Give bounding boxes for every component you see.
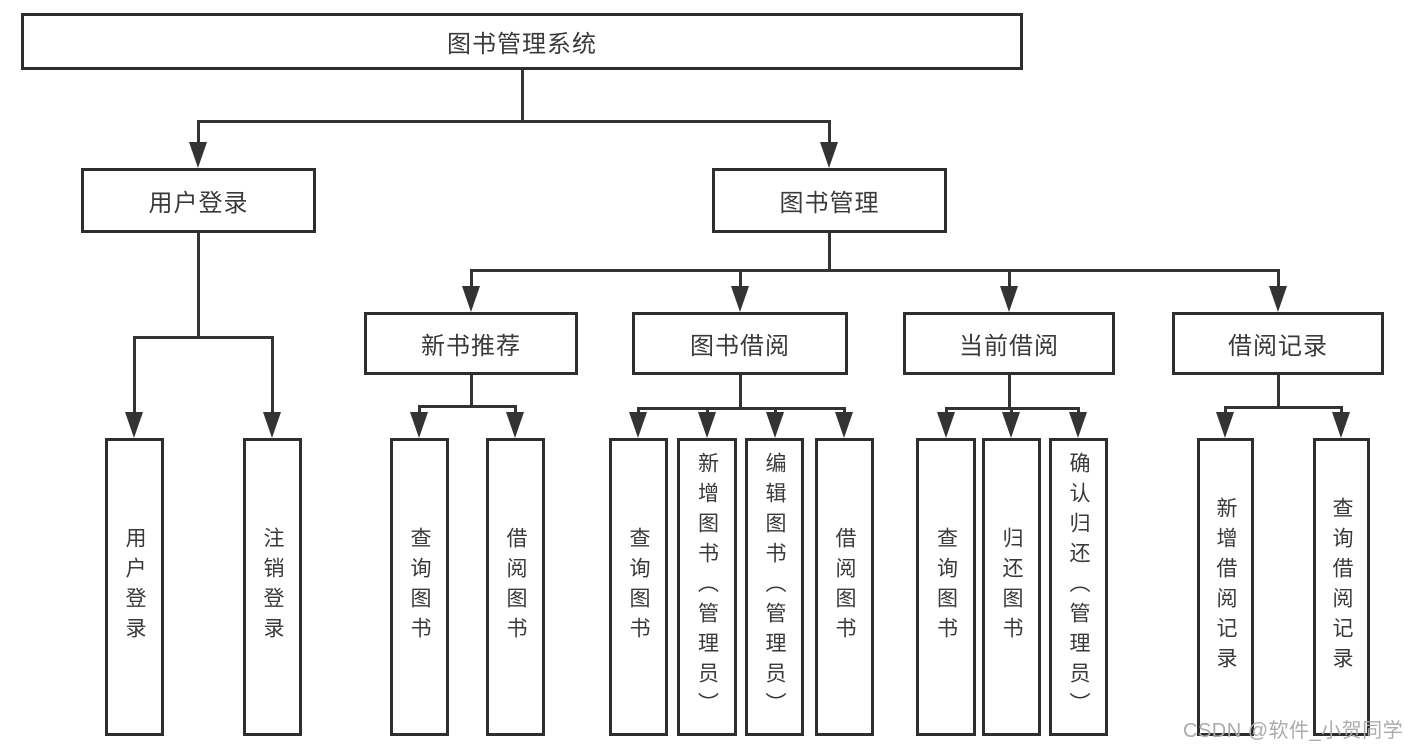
connector-rail-book-borrow	[637, 407, 846, 410]
connector-rail-user-login	[133, 336, 274, 339]
arrowhead-down-icon	[189, 142, 207, 168]
node-label-leaf-query-book-2: 查询图书	[627, 527, 650, 647]
arrowhead-down-icon	[1216, 412, 1234, 438]
node-label-leaf-query-record: 查询借阅记录	[1330, 497, 1353, 677]
arrowhead-down-icon	[462, 286, 480, 312]
node-new-book-rec: 新书推荐	[364, 312, 578, 375]
node-label-leaf-query-book-3: 查询图书	[934, 527, 958, 647]
arrowhead-down-icon	[766, 412, 784, 438]
node-leaf-borrow-book-1: 借阅图书	[486, 438, 545, 736]
connector-stem-current-borrow	[1008, 375, 1011, 409]
node-current-borrow: 当前借阅	[903, 312, 1115, 375]
node-user-login: 用户登录	[81, 168, 316, 233]
node-label-book-borrow: 图书借阅	[690, 333, 790, 360]
arrowhead-down-icon	[263, 412, 281, 438]
arrowhead-down-icon	[1069, 412, 1087, 438]
connector-rail-borrow-records	[1224, 406, 1343, 409]
arrowhead-down-icon	[835, 412, 853, 438]
node-borrow-records: 借阅记录	[1172, 312, 1384, 375]
node-label-leaf-query-book-1: 查询图书	[408, 527, 431, 647]
node-root: 图书管理系统	[21, 13, 1023, 70]
node-leaf-user-login: 用户登录	[105, 438, 164, 736]
connector-stem-root	[521, 70, 524, 122]
node-leaf-logout: 注销登录	[243, 438, 302, 736]
node-leaf-query-book-1: 查询图书	[390, 438, 449, 736]
connector-drop-user-login-0	[133, 337, 136, 430]
connector-drop-user-login-1	[271, 337, 274, 430]
node-leaf-confirm-return: 确认归还（管理员）	[1049, 438, 1108, 736]
node-label-leaf-confirm-return: 确认归还（管理员）	[1067, 452, 1090, 722]
node-book-borrow: 图书借阅	[632, 312, 848, 375]
arrowhead-down-icon	[731, 286, 749, 312]
node-leaf-query-book-3: 查询图书	[916, 438, 976, 736]
node-leaf-add-record: 新增借阅记录	[1197, 438, 1254, 736]
node-label-root: 图书管理系统	[447, 31, 597, 58]
node-label-leaf-logout: 注销登录	[261, 527, 284, 647]
arrowhead-down-icon	[1002, 412, 1020, 438]
node-label-new-book-rec: 新书推荐	[421, 333, 521, 360]
node-leaf-query-record: 查询借阅记录	[1313, 438, 1370, 736]
node-label-borrow-records: 借阅记录	[1228, 333, 1328, 360]
connector-rail-book-mgmt	[470, 269, 1280, 272]
connector-stem-new-book-rec	[470, 375, 473, 407]
connector-stem-user-login	[197, 233, 200, 338]
node-label-current-borrow: 当前借阅	[959, 333, 1059, 360]
node-label-leaf-borrow-book-1: 借阅图书	[504, 527, 527, 647]
csdn-watermark: CSDN @软件_小贺同学	[1183, 720, 1404, 742]
node-leaf-query-book-2: 查询图书	[609, 438, 668, 736]
node-leaf-return-book: 归还图书	[982, 438, 1041, 736]
node-label-leaf-edit-book: 编辑图书（管理员）	[763, 452, 786, 722]
connector-stem-borrow-records	[1277, 375, 1280, 408]
arrowhead-down-icon	[1000, 286, 1018, 312]
node-book-mgmt: 图书管理	[712, 168, 947, 233]
node-leaf-add-book: 新增图书（管理员）	[677, 438, 737, 736]
node-label-user-login: 用户登录	[148, 190, 249, 217]
node-leaf-edit-book: 编辑图书（管理员）	[745, 438, 804, 736]
arrowhead-down-icon	[820, 142, 838, 168]
arrowhead-down-icon	[937, 412, 955, 438]
node-label-leaf-add-book: 新增图书（管理员）	[695, 452, 719, 722]
arrowhead-down-icon	[629, 412, 647, 438]
node-label-leaf-user-login: 用户登录	[123, 527, 146, 647]
arrowhead-down-icon	[125, 412, 143, 438]
arrowhead-down-icon	[1332, 412, 1350, 438]
node-label-leaf-return-book: 归还图书	[1000, 527, 1023, 647]
connector-rail-root	[197, 120, 831, 123]
arrowhead-down-icon	[410, 412, 428, 438]
node-label-leaf-add-record: 新增借阅记录	[1214, 497, 1237, 677]
arrowhead-down-icon	[1269, 286, 1287, 312]
arrowhead-down-icon	[506, 412, 524, 438]
arrowhead-down-icon	[698, 412, 716, 438]
connector-rail-new-book-rec	[418, 405, 517, 408]
node-label-book-mgmt: 图书管理	[779, 190, 880, 217]
node-leaf-borrow-book-2: 借阅图书	[815, 438, 874, 736]
connector-stem-book-borrow	[739, 375, 742, 409]
node-label-leaf-borrow-book-2: 借阅图书	[833, 527, 856, 647]
connector-drop-root-0	[197, 121, 200, 160]
connector-stem-book-mgmt	[828, 233, 831, 271]
connector-drop-root-1	[828, 121, 831, 160]
